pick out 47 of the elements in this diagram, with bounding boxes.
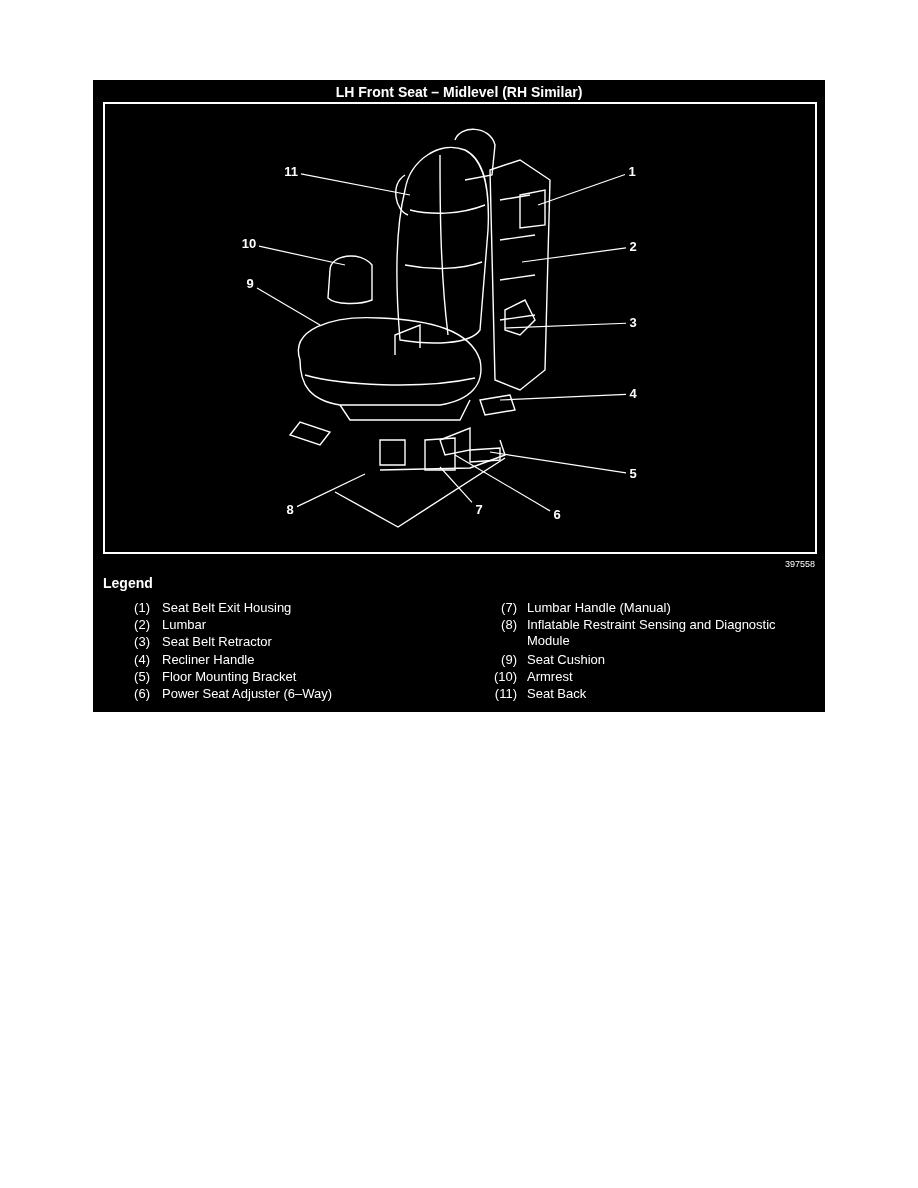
legend-text: Floor Mounting Bracket — [162, 669, 298, 685]
legend-text: Power Seat Adjuster (6–Way) — [162, 686, 334, 702]
leader-line — [439, 466, 473, 503]
leader-line — [300, 173, 411, 196]
legend-text: Seat Belt Retractor — [162, 634, 273, 650]
leader-line — [258, 245, 346, 266]
legend-key: (2) — [100, 617, 150, 633]
leader-line — [256, 287, 321, 326]
legend-key: (1) — [100, 600, 150, 616]
leader-line — [504, 322, 627, 329]
leader-line — [454, 454, 551, 512]
legend-text: Lumbar — [162, 617, 208, 633]
legend-key: (7) — [470, 600, 517, 616]
legend-key: (6) — [100, 686, 150, 702]
callout-number: 5 — [627, 466, 639, 482]
leader-line — [521, 247, 627, 263]
legend-text: Seat Cushion — [527, 652, 607, 668]
legend-key: (3) — [100, 634, 150, 650]
legend-key: (11) — [470, 686, 517, 702]
figure-number: 397558 — [783, 558, 815, 571]
legend-text: Seat Back — [527, 686, 588, 702]
callout-number: 4 — [627, 386, 639, 402]
leader-line — [489, 451, 627, 474]
legend-text: Seat Belt Exit Housing — [162, 600, 293, 616]
legend-key: (9) — [470, 652, 517, 668]
leader-line — [499, 393, 627, 401]
legend-heading: Legend — [103, 575, 154, 591]
legend-text: Lumbar Handle (Manual) — [527, 600, 672, 616]
legend-text: Inflatable Restraint Sensing and Diagnostic Module — [527, 617, 777, 649]
diagram-title: LH Front Seat – Midlevel (RH Similar) — [334, 84, 584, 100]
callout-number: 3 — [627, 315, 639, 331]
callout-number: 11 — [282, 164, 300, 180]
callout-number: 1 — [626, 164, 638, 180]
legend-key: (10) — [470, 669, 517, 685]
legend-key: (8) — [470, 617, 517, 633]
callout-number: 7 — [473, 502, 485, 518]
callout-number: 6 — [551, 507, 563, 523]
callout-number: 9 — [244, 276, 256, 292]
leader-line — [296, 473, 366, 508]
callout-number: 10 — [240, 236, 258, 252]
legend-text: Recliner Handle — [162, 652, 256, 668]
leader-line — [537, 173, 626, 206]
legend-text: Armrest — [527, 669, 574, 685]
callout-number: 8 — [284, 502, 296, 518]
legend-key: (5) — [100, 669, 150, 685]
callout-number: 2 — [627, 239, 639, 255]
legend-key: (4) — [100, 652, 150, 668]
